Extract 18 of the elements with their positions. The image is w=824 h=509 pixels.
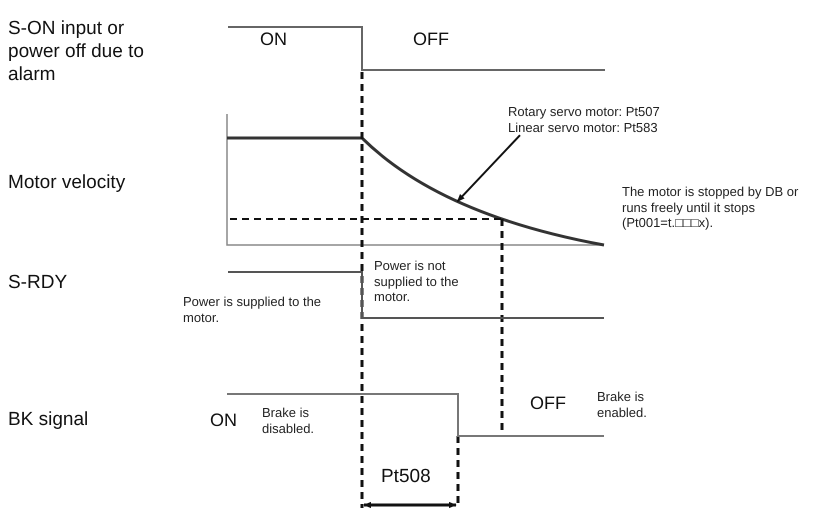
state-label: OFF (413, 29, 450, 51)
state-label: ON (210, 410, 238, 432)
velocity-curve (227, 136, 604, 246)
note-text: Rotary servo motor: Pt507 (508, 104, 660, 120)
note-text: Linear servo motor: Pt583 (508, 120, 659, 136)
signal-name: S-ON input or power off due to alarm (8, 18, 145, 86)
signal-name: BK signal (8, 409, 90, 432)
note-text: Brake is disabled. (262, 405, 316, 436)
leader-arrow (456, 134, 521, 202)
note-text: Power is not supplied to the motor. (374, 258, 460, 305)
note-text: Brake is enabled. (597, 389, 648, 420)
note-text: Power is supplied to the motor. (183, 294, 322, 326)
note-text: The motor is stopped by DB or runs freely until it stops (Pt001=t.□□□x). (622, 184, 800, 231)
state-label: OFF (530, 393, 567, 415)
parameter-label: Pt508 (381, 466, 432, 489)
signal-name: S-RDY (8, 272, 68, 295)
state-label: ON (260, 29, 288, 51)
signal-name: Motor velocity (8, 172, 126, 195)
